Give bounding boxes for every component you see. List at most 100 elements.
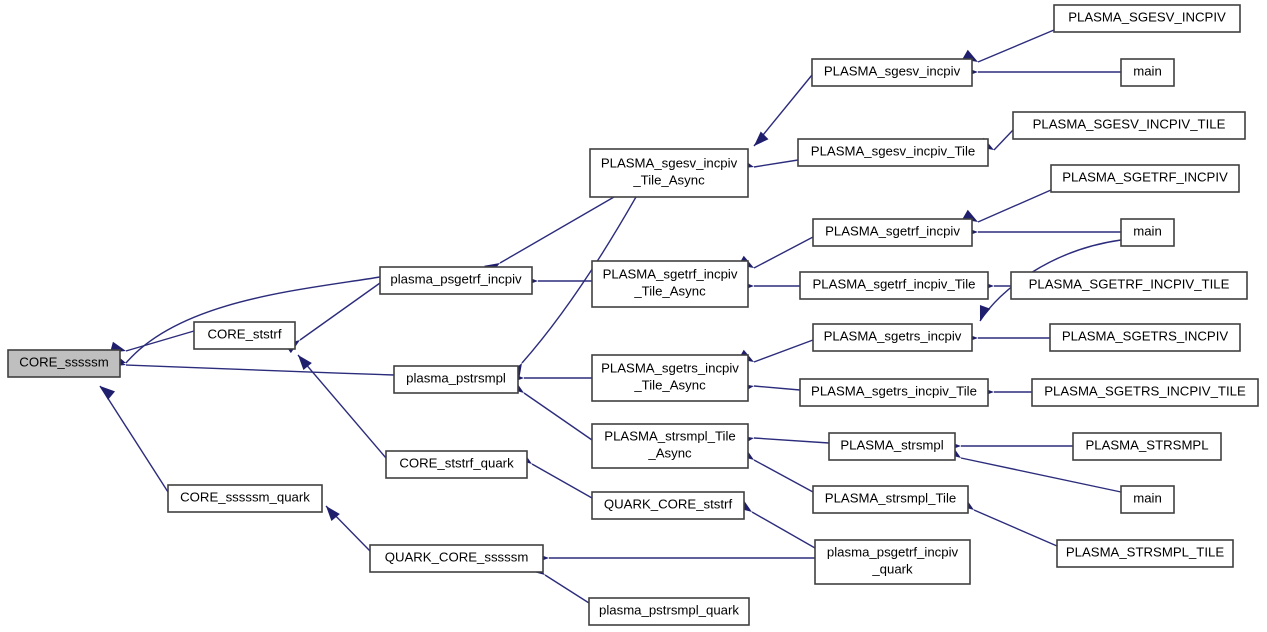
edge-line	[753, 74, 813, 147]
node-box[interactable]	[591, 423, 749, 469]
graph-node-plasma_pstrsmpl_quark[interactable]: plasma_pstrsmpl_quark	[588, 597, 750, 626]
node-box[interactable]	[799, 378, 989, 407]
node-box[interactable]	[591, 354, 749, 402]
node-box[interactable]	[591, 260, 749, 308]
edge-line	[523, 392, 593, 441]
graph-node-plasma_sgetrf_incpiv_tile_async[interactable]: PLASMA_sgetrf_incpiv_Tile_Async	[591, 260, 749, 308]
graph-node-plasma_sgesv_incpiv[interactable]: PLASMA_sgesv_incpiv	[811, 58, 973, 87]
graph-edge	[99, 385, 169, 493]
graph-edge	[516, 450, 593, 499]
node-box[interactable]	[385, 450, 528, 479]
edge-arrowhead	[754, 131, 769, 146]
graph-node-plasma_sgesv_incpiv_tile_async[interactable]: PLASMA_sgesv_incpiv_Tile_Async	[589, 148, 749, 198]
graph-node-main_2[interactable]: main	[1120, 218, 1175, 247]
graph-node-plasma_strsmpl_tile[interactable]: PLASMA_strsmpl_Tile	[812, 485, 969, 514]
graph-node-plasma_sgetrf_incpiv_tile[interactable]: PLASMA_sgetrf_incpiv_Tile	[799, 271, 989, 300]
graph-edge	[738, 339, 814, 363]
graph-node-plasma_strsmpl_up[interactable]: PLASMA_STRSMPL	[1072, 432, 1222, 461]
node-box[interactable]	[1012, 111, 1246, 140]
node-box[interactable]	[393, 365, 519, 394]
graph-edge	[534, 552, 815, 564]
edge-arrowhead	[298, 355, 312, 371]
edge-line	[521, 196, 637, 364]
graph-edge	[508, 379, 593, 441]
graph-node-plasma_sgetrs_incpiv_up[interactable]: PLASMA_SGETRS_INCPIV	[1049, 323, 1241, 352]
graph-node-plasma_strsmpl_tile_up[interactable]: PLASMA_STRSMPL_TILE	[1056, 539, 1234, 568]
node-box[interactable]	[799, 271, 989, 300]
node-box[interactable]	[591, 491, 745, 520]
node-box[interactable]	[1010, 271, 1248, 300]
edge-line	[531, 463, 593, 499]
node-box[interactable]	[814, 539, 971, 585]
graph-edge	[110, 330, 195, 353]
edge-line	[753, 159, 799, 168]
graph-node-plasma_psgetrf_incpiv_quark[interactable]: plasma_psgetrf_incpiv_quark	[814, 539, 971, 585]
node-box[interactable]	[379, 266, 533, 295]
graph-node-plasma_sgetrs_incpiv[interactable]: PLASMA_sgetrs_incpiv	[812, 323, 973, 352]
graph-edge	[963, 226, 1121, 238]
edge-line	[993, 129, 1014, 151]
graph-node-plasma_sgetrs_incpiv_tile_up[interactable]: PLASMA_SGETRS_INCPIV_TILE	[1031, 378, 1259, 407]
graph-node-core_sssssm[interactable]: CORE_sssssm	[7, 349, 121, 378]
graph-node-quark_core_sssssm[interactable]: QUARK_CORE_sssssm	[369, 544, 544, 573]
node-box[interactable]	[1120, 58, 1175, 87]
graph-edge	[753, 74, 813, 147]
node-box[interactable]	[812, 218, 973, 247]
graph-node-plasma_sgesv_incpiv_tile[interactable]: PLASMA_sgesv_incpiv_Tile	[797, 138, 989, 167]
graph-node-quark_core_ststrf[interactable]: QUARK_CORE_ststrf	[591, 491, 745, 520]
edge-line	[299, 282, 381, 341]
node-box[interactable]	[167, 484, 323, 513]
graph-node-plasma_sgetrf_incpiv_tile_up[interactable]: PLASMA_SGETRF_INCPIV_TILE	[1010, 271, 1248, 300]
node-box[interactable]	[1120, 218, 1175, 247]
edge-line	[751, 511, 816, 549]
graph-node-plasma_sgetrf_incpiv_up[interactable]: PLASMA_SGETRF_INCPIV	[1050, 164, 1240, 193]
node-box[interactable]	[589, 148, 749, 198]
graph-node-plasma_strsmpl_tile_async[interactable]: PLASMA_strsmpl_Tile_Async	[591, 423, 749, 469]
node-box[interactable]	[812, 485, 969, 514]
node-box[interactable]	[7, 349, 121, 378]
node-box[interactable]	[1050, 164, 1240, 193]
node-box[interactable]	[1072, 432, 1222, 461]
graph-node-plasma_sgetrs_incpiv_tile_async[interactable]: PLASMA_sgetrs_incpiv_Tile_Async	[591, 354, 749, 402]
node-box[interactable]	[588, 597, 750, 626]
graph-edge	[962, 189, 1052, 223]
node-box[interactable]	[369, 544, 544, 573]
graph-node-plasma_strsmpl[interactable]: PLASMA_strsmpl	[828, 432, 956, 461]
edge-line	[99, 385, 169, 493]
node-box[interactable]	[797, 138, 989, 167]
graph-node-plasma_sgesv_incpiv_up[interactable]: PLASMA_SGESV_INCPIV	[1053, 4, 1241, 33]
node-box[interactable]	[193, 321, 296, 350]
graph-edge	[946, 440, 1073, 452]
node-box[interactable]	[811, 58, 973, 87]
edge-line	[960, 457, 1122, 493]
node-box[interactable]	[1031, 378, 1259, 407]
graph-edge	[284, 282, 381, 354]
node-box[interactable]	[1053, 4, 1241, 33]
node-box[interactable]	[812, 323, 973, 352]
graph-node-core_sssssm_quark[interactable]: CORE_sssssm_quark	[167, 484, 323, 513]
graph-node-main_1[interactable]: main	[1120, 58, 1175, 87]
node-box[interactable]	[1120, 485, 1175, 514]
edge-arrowhead	[979, 305, 991, 321]
graph-edge	[738, 435, 830, 447]
graph-node-core_ststrf_quark[interactable]: CORE_ststrf_quark	[385, 450, 528, 479]
graph-node-plasma_sgetrs_incpiv_tile[interactable]: PLASMA_sgetrs_incpiv_Tile	[799, 378, 989, 407]
graph-node-plasma_pstrsmpl[interactable]: plasma_pstrsmpl	[393, 365, 519, 394]
graph-node-plasma_sgesv_incpiv_tile_up[interactable]: PLASMA_SGESV_INCPIV_TILE	[1012, 111, 1246, 140]
graph-node-core_ststrf[interactable]: CORE_ststrf	[193, 321, 296, 350]
nodes-layer: CORE_sssssmCORE_ststrfCORE_sssssm_quarkp…	[7, 4, 1259, 626]
node-box[interactable]	[1056, 539, 1234, 568]
edge-line	[753, 459, 814, 493]
graph-edge	[509, 372, 592, 384]
graph-edge	[736, 498, 816, 549]
graph-edge	[958, 496, 1058, 547]
graph-node-plasma_sgetrf_incpiv[interactable]: PLASMA_sgetrf_incpiv	[812, 218, 973, 247]
edge-line	[753, 339, 814, 363]
node-box[interactable]	[828, 432, 956, 461]
graph-node-plasma_psgetrf_incpiv[interactable]: plasma_psgetrf_incpiv	[379, 266, 533, 295]
graph-edge	[110, 355, 395, 376]
edge-line	[973, 509, 1058, 547]
edge-line	[125, 330, 195, 352]
graph-node-main_3[interactable]: main	[1120, 485, 1175, 514]
node-box[interactable]	[1049, 323, 1241, 352]
